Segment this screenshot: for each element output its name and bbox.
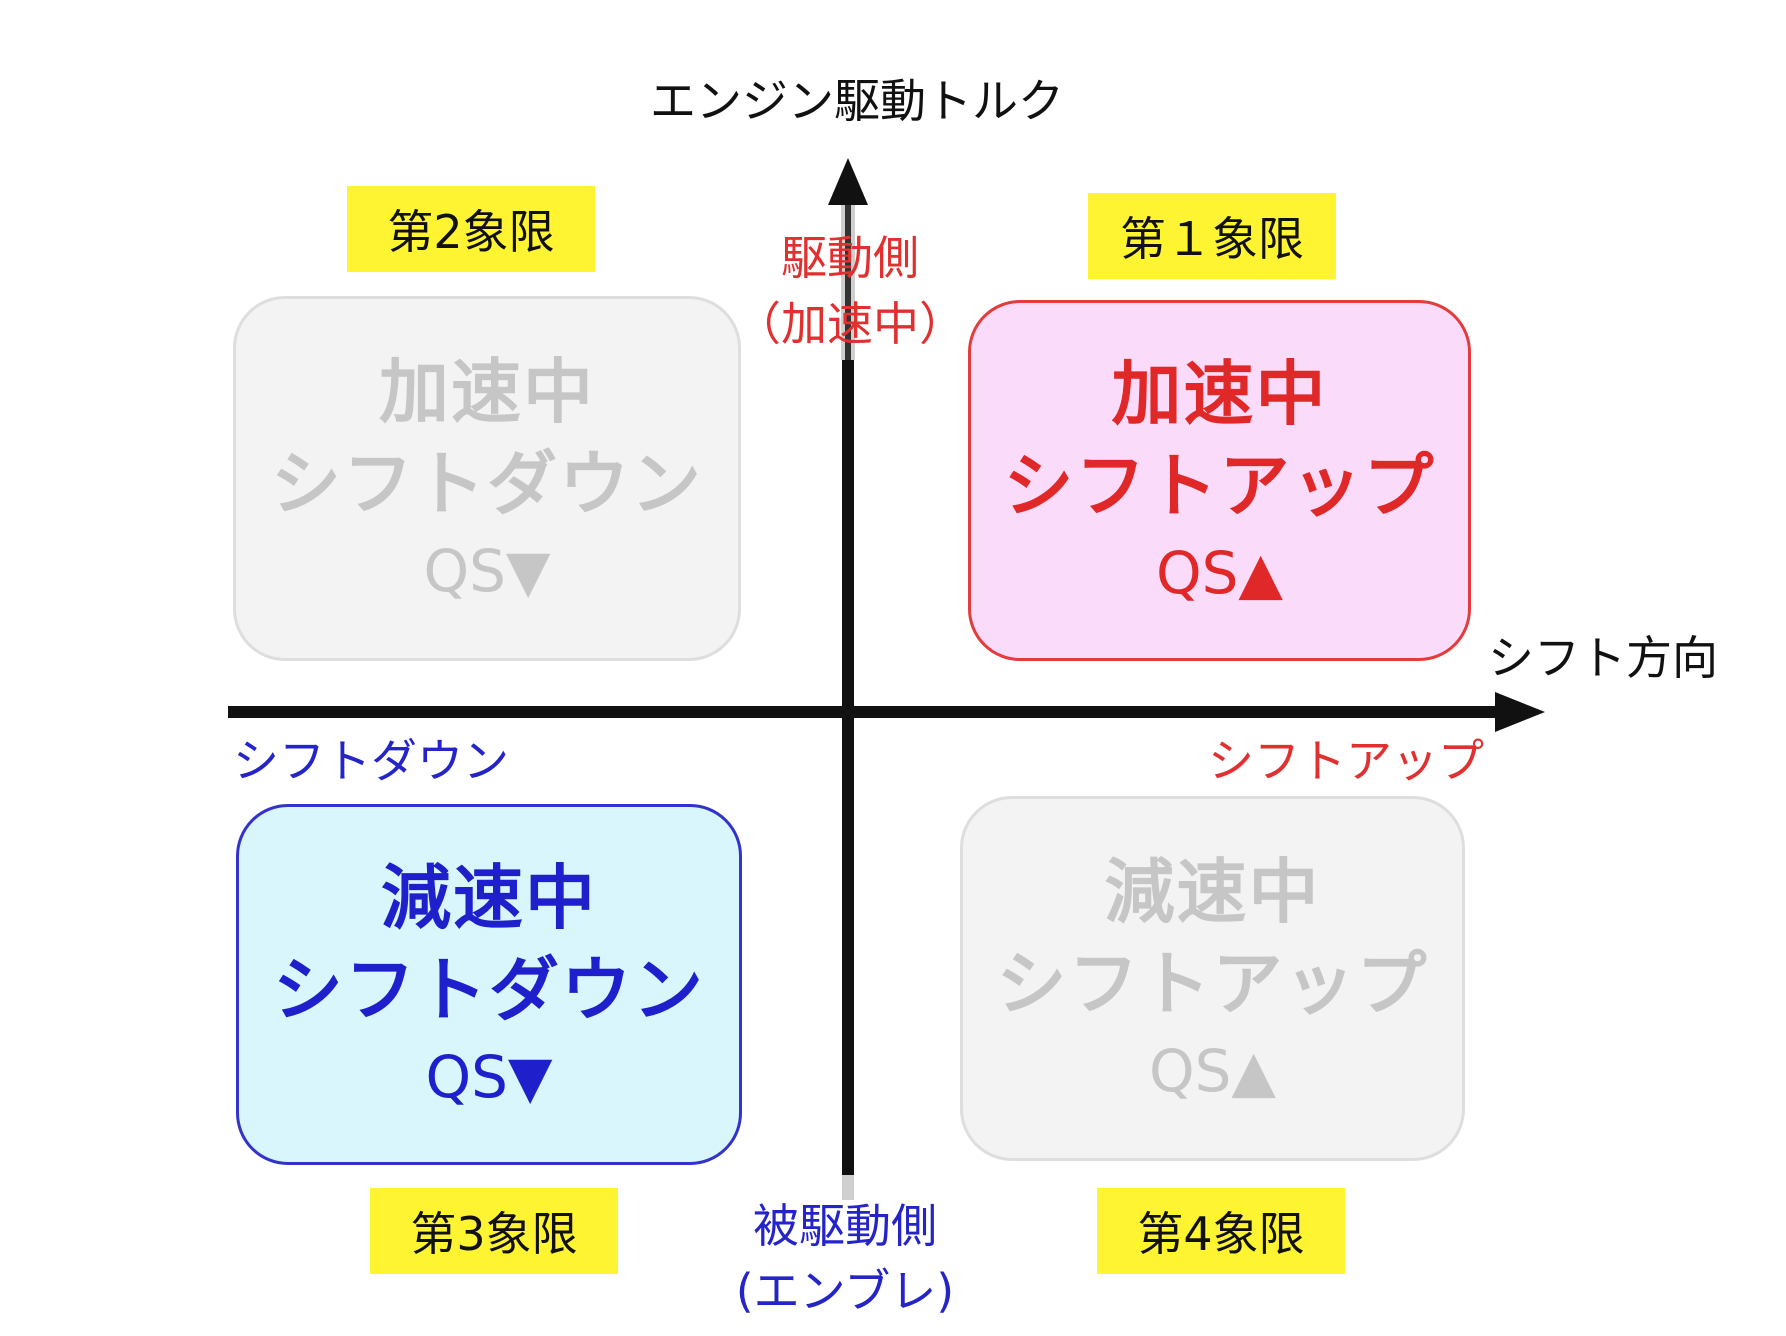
quadrant-1-line2: シフトアップ [1003,444,1436,527]
quadrant-1-qs: QS▲ [1156,532,1283,614]
vertical-axis-arrowhead [828,158,868,205]
shift-up-label: シフトアップ [1208,734,1484,788]
quadrant-4-qs-text: QS [1148,1036,1232,1105]
shift-down-label: シフトダウン [233,734,509,788]
quadrant-1-box: 加速中 シフトアップ QS▲ [968,300,1471,661]
driven-side-sublabel: (エンブレ) [735,1264,955,1318]
down-triangle-icon: ▼ [505,536,551,605]
quadrant-4-line1: 減速中 [1104,850,1321,933]
quadrant-1-qs-text: QS [1155,538,1239,607]
vertical-axis-title: エンジン駆動トルク [650,74,1064,128]
quadrant-2-qs: QS▼ [423,530,550,612]
down-triangle-icon: ▼ [507,1042,553,1111]
quadrant-2-label: 第2象限 [347,186,595,272]
quadrant-3-box: 減速中 シフトダウン QS▼ [236,804,742,1165]
quadrant-2-box: 加速中 シフトダウン QS▼ [233,296,741,661]
quadrant-2-line2: シフトダウン [271,442,703,525]
quadrant-4-qs: QS▲ [1149,1030,1276,1112]
horizontal-axis-arrowhead [1495,692,1545,732]
quadrant-3-line1: 減速中 [381,856,597,939]
quadrant-3-line2: シフトダウン [273,948,705,1031]
quadrant-3-label: 第3象限 [370,1188,618,1274]
quadrant-1-line1: 加速中 [1111,352,1328,435]
horizontal-axis-title: シフト方向 [1488,631,1718,685]
quadrant-1-label: 第１象限 [1088,193,1336,279]
up-triangle-icon: ▲ [1238,538,1284,607]
quadrant-3-qs: QS▼ [425,1036,552,1118]
quadrant-2-qs-text: QS [423,536,506,605]
quadrant-2-line1: 加速中 [379,350,595,433]
quadrant-4-label: 第4象限 [1097,1188,1345,1274]
driven-side-label: 被駆動側 [753,1199,937,1253]
quadrant-3-qs-text: QS [425,1042,508,1111]
drive-side-label: 駆動側 [781,231,919,285]
up-triangle-icon: ▲ [1231,1036,1277,1105]
drive-side-sublabel: （加速中） [735,297,965,351]
quadrant-4-box: 減速中 シフトアップ QS▲ [960,796,1465,1161]
quadrant-4-line2: シフトアップ [996,942,1429,1025]
